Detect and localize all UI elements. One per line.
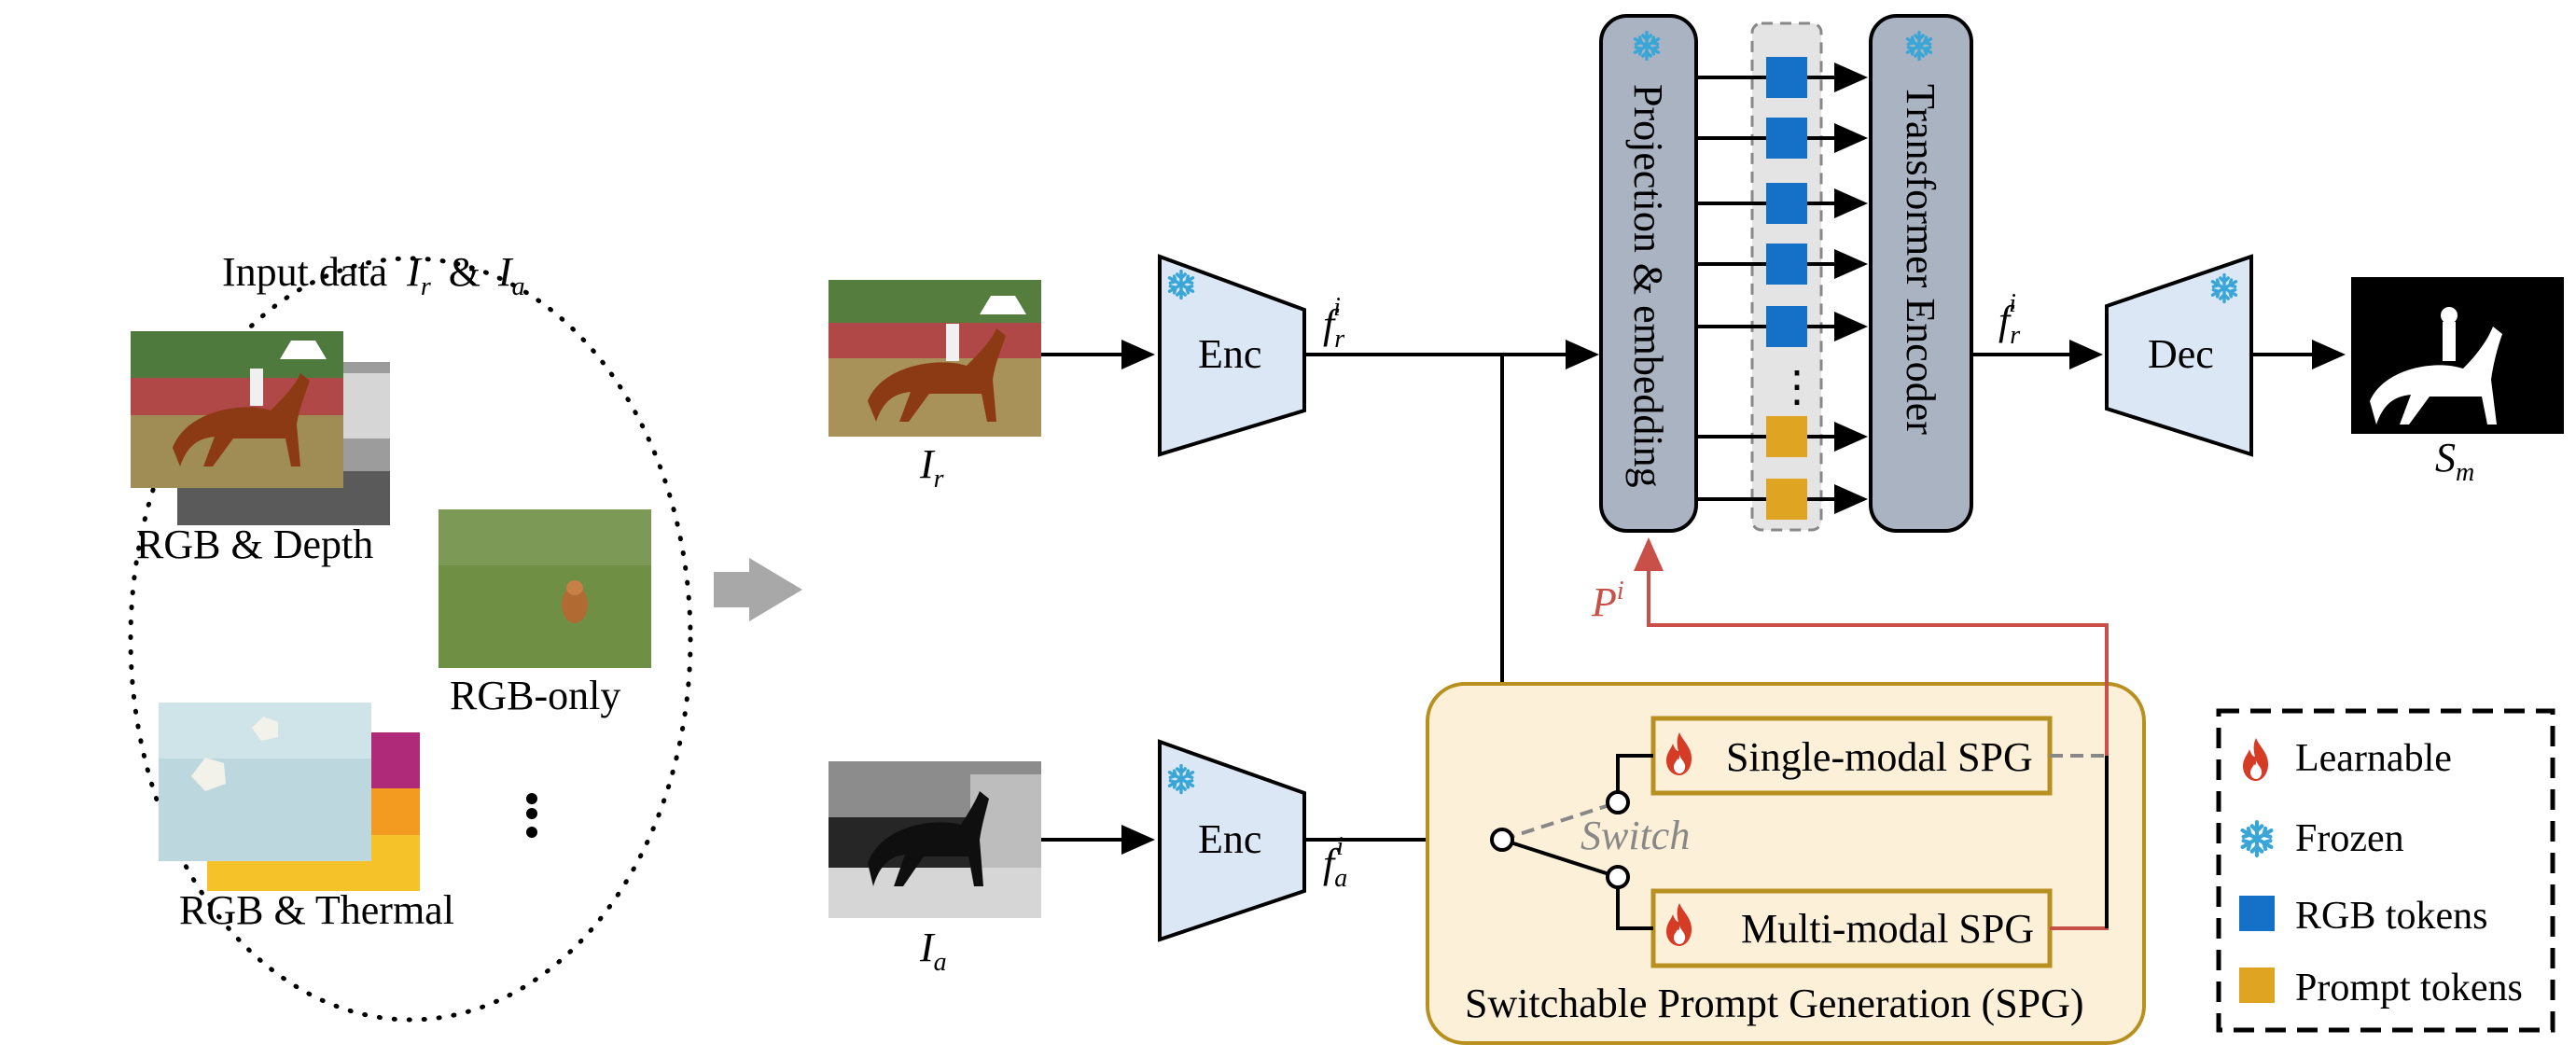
spg-caption: Switchable Prompt Generation (SPG) bbox=[1465, 981, 2084, 1026]
legend-learnable: Learnable bbox=[2295, 737, 2452, 780]
input-aux-image bbox=[828, 761, 1041, 918]
rgb-only-label: RGB-only bbox=[450, 673, 620, 718]
encoder-rgb: Enc bbox=[1158, 254, 1306, 457]
input-data-ellipse bbox=[128, 256, 693, 1023]
switch-wiring: Switch bbox=[1490, 754, 1690, 930]
legend-rgb-tokens: RGB tokens bbox=[2295, 895, 2488, 938]
rgb-depth-label: RGB & Depth bbox=[136, 522, 373, 567]
rgb-token bbox=[1766, 306, 1807, 347]
rgb-token bbox=[1766, 118, 1807, 159]
feature-aux-label: fai bbox=[1323, 832, 1347, 893]
switch-label: Switch bbox=[1580, 813, 1690, 858]
switch-node-multi bbox=[1606, 865, 1630, 889]
input-to-pipeline-arrow bbox=[714, 558, 802, 621]
feature-rgb-label: fri bbox=[1323, 293, 1344, 354]
multi-modal-spg: Multi-modal SPG bbox=[1650, 888, 2053, 968]
rgb-token bbox=[1766, 57, 1807, 98]
feature-out-label: fri bbox=[1998, 289, 2020, 350]
encoder-aux-label: Enc bbox=[1198, 816, 1261, 862]
prompt-token-swatch bbox=[2239, 968, 2275, 1003]
input-aux-label: Ia bbox=[919, 925, 947, 977]
output-label: Sm bbox=[2435, 435, 2474, 487]
prompt-path bbox=[1634, 537, 2109, 930]
legend: Learnable Frozen RGB tokens Prompt token… bbox=[2216, 708, 2555, 1033]
prompt-token bbox=[1766, 479, 1807, 520]
switch-node-single bbox=[1606, 790, 1630, 814]
encoder-aux: Enc bbox=[1158, 739, 1306, 942]
legend-prompt-tokens: Prompt tokens bbox=[2295, 967, 2523, 1009]
switch-junction bbox=[1490, 828, 1514, 852]
transformer-encoder-block: Transformer Encoder bbox=[1869, 14, 1973, 533]
rgb-only-sample: RGB-only bbox=[439, 509, 651, 718]
prompt-label: Pi bbox=[1591, 577, 1624, 625]
rgb-token bbox=[1766, 244, 1807, 285]
output-mask bbox=[2351, 277, 2564, 434]
multi-modal-spg-label: Multi-modal SPG bbox=[1741, 906, 2034, 952]
projection-embedding-label: Projection & embedding bbox=[1625, 84, 1671, 488]
decoder: Dec bbox=[2105, 254, 2253, 457]
prompt-token bbox=[1766, 416, 1807, 457]
token-ellipsis: ⋮ bbox=[1775, 363, 1818, 411]
encoder-rgb-label: Enc bbox=[1198, 331, 1261, 377]
legend-frozen: Frozen bbox=[2295, 817, 2404, 860]
input-data-title: Input data Ir & Ia bbox=[222, 249, 525, 304]
input-rgb-label: Ir bbox=[919, 441, 944, 494]
single-modal-spg-label: Single-modal SPG bbox=[1726, 734, 2033, 780]
rgb-token bbox=[1766, 183, 1807, 224]
more-modalities-dots bbox=[526, 793, 537, 838]
input-data-panel: Input data Ir & Ia RGB & Depth RG bbox=[128, 249, 693, 1023]
input-rgb-image bbox=[828, 280, 1041, 437]
decoder-label: Dec bbox=[2148, 331, 2214, 377]
single-modal-spg: Single-modal SPG bbox=[1650, 716, 2053, 796]
rgb-thermal-label: RGB & Thermal bbox=[179, 887, 454, 933]
rgb-token-swatch bbox=[2239, 896, 2275, 931]
rgb-thermal-sample: RGB & Thermal bbox=[159, 703, 454, 933]
rgb-depth-sample: RGB & Depth bbox=[131, 331, 390, 567]
projection-embedding-block: Projection & embedding bbox=[1599, 14, 1698, 533]
transformer-encoder-label: Transformer Encoder bbox=[1898, 84, 1943, 435]
token-column: ⋮ bbox=[1696, 21, 1868, 532]
